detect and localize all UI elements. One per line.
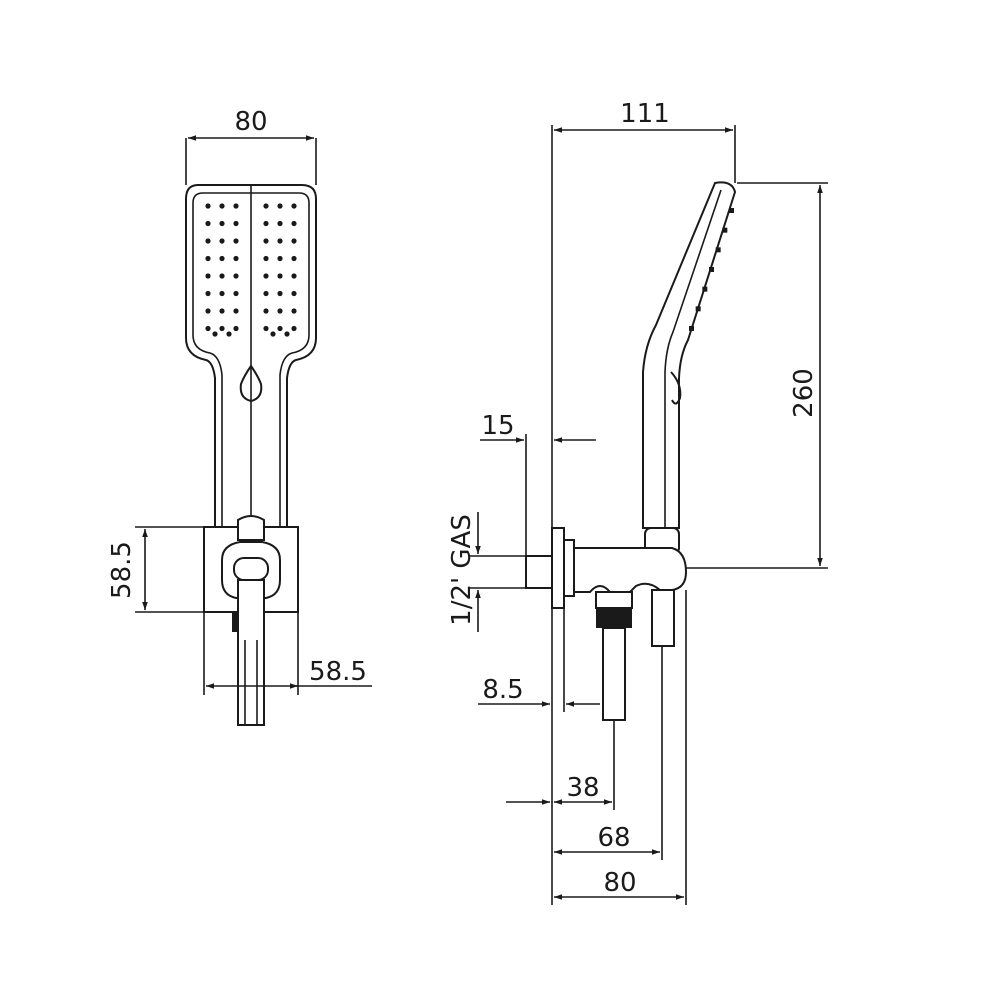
spray-nozzle-grid	[205, 203, 297, 337]
spray-nozzle	[291, 325, 297, 332]
dimension-total-depth-111: 111	[620, 99, 670, 129]
spray-nozzle	[205, 238, 211, 244]
spray-nozzle	[205, 273, 211, 279]
spray-nozzle	[291, 308, 297, 314]
handshower-inner-outline	[664, 189, 722, 528]
spray-nozzle	[291, 203, 297, 209]
dimension-width-80: 80	[234, 107, 267, 137]
dimension-flange-15: 15	[481, 411, 514, 441]
outlet-pipe	[237, 579, 265, 726]
spray-nozzle	[233, 255, 239, 262]
spray-nozzle	[205, 220, 211, 227]
side-button	[670, 371, 682, 405]
spray-nozzle	[270, 331, 276, 337]
dimension-bracket-width-58-5: 58.5	[309, 657, 367, 687]
spray-nozzle	[277, 255, 283, 262]
spray-nozzle	[277, 273, 283, 279]
spray-nozzle	[233, 325, 239, 332]
spray-nozzle	[263, 325, 269, 332]
side-nozzle	[689, 326, 694, 331]
spray-nozzle	[277, 325, 283, 332]
spray-nozzle	[219, 255, 225, 262]
side-nozzle	[729, 208, 734, 213]
spray-nozzle	[291, 273, 297, 279]
spray-nozzle	[233, 273, 239, 279]
spray-nozzle	[219, 290, 225, 297]
spray-nozzle	[291, 290, 297, 297]
dimension-bracket-height-58-5: 58.5	[107, 541, 137, 599]
holder-outlet-black-nut	[596, 608, 632, 628]
dimension-bracket-depth-80: 80	[603, 868, 636, 898]
side-view: 111 260 15 1/2' GAS 8.5 38 68	[447, 99, 828, 905]
holder-outlet-pipe	[602, 627, 626, 721]
spray-nozzle	[263, 220, 269, 227]
spray-nozzle	[233, 203, 239, 209]
spray-nozzle	[263, 308, 269, 314]
spray-nozzle	[205, 203, 211, 209]
dimension-thread-gas: 1/2' GAS	[447, 514, 477, 626]
dimension-holder-68: 68	[597, 823, 630, 853]
hose-connector	[237, 515, 265, 541]
spray-nozzle	[277, 308, 283, 314]
spray-nozzle	[263, 273, 269, 279]
spray-nozzle	[219, 273, 225, 279]
spray-nozzle	[226, 331, 232, 337]
handshower-body	[642, 181, 737, 529]
spray-mode-button	[239, 364, 263, 403]
side-nozzle	[709, 267, 714, 272]
spray-nozzle	[277, 290, 283, 297]
spray-nozzle	[219, 238, 225, 244]
spray-nozzle	[277, 238, 283, 244]
spray-nozzle	[263, 290, 269, 297]
spray-nozzle	[205, 325, 211, 332]
spray-nozzle	[277, 220, 283, 227]
spray-nozzle	[284, 331, 290, 337]
spray-nozzle	[219, 325, 225, 332]
dimension-height-260: 260	[789, 368, 819, 418]
side-nozzle	[722, 227, 728, 233]
spray-nozzle	[233, 308, 239, 314]
spray-nozzle	[277, 203, 283, 209]
spray-nozzle	[219, 203, 225, 209]
spray-nozzle	[233, 238, 239, 244]
threaded-connector	[525, 555, 553, 589]
side-nozzle	[702, 286, 708, 292]
handshower-support-pipe	[651, 589, 675, 647]
spray-nozzle	[212, 331, 218, 337]
spray-nozzle	[291, 238, 297, 244]
holder-body	[573, 547, 688, 593]
swivel-joint	[233, 557, 269, 581]
spray-nozzle	[263, 255, 269, 262]
spray-nozzle	[263, 238, 269, 244]
wall-flange	[551, 527, 565, 609]
spray-nozzle	[233, 220, 239, 227]
front-view: 80 58.5 58.5	[107, 107, 372, 726]
spray-nozzle	[205, 255, 211, 262]
spray-nozzle	[233, 290, 239, 297]
dimension-outlet-38: 38	[566, 773, 599, 803]
flange-cover	[563, 539, 575, 597]
spray-nozzle	[205, 308, 211, 314]
holder-outlet-nut	[595, 591, 633, 609]
spray-nozzle	[219, 220, 225, 227]
spray-nozzle	[219, 308, 225, 314]
spray-nozzle	[291, 255, 297, 262]
dimension-offset-8-5: 8.5	[482, 675, 523, 705]
side-nozzle	[695, 306, 701, 312]
spray-nozzle	[291, 220, 297, 227]
side-nozzle	[715, 247, 721, 253]
side-nozzles	[689, 208, 734, 331]
spray-nozzle	[263, 203, 269, 209]
spray-nozzle	[205, 290, 211, 297]
